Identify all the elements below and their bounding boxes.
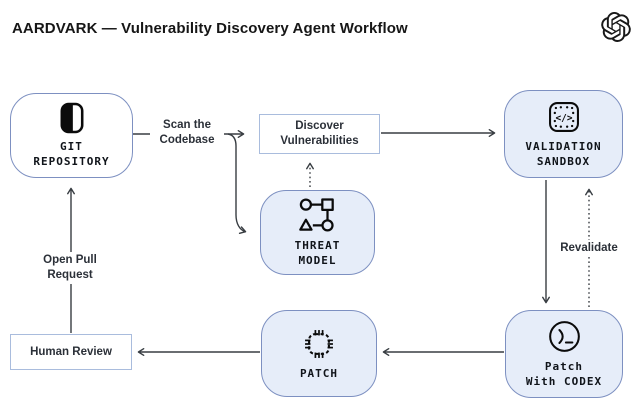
- edge-label-open-pull-request: Open Pull Request: [28, 252, 112, 284]
- node-label-patch-with-codex: Patch With CODEX: [525, 360, 603, 388]
- openai-logo-icon: [601, 12, 631, 42]
- stitched-patch-icon: [301, 326, 337, 362]
- node-label-discover: Discover Vulnerabilities: [280, 120, 359, 147]
- edge-label-scan-the-codebase: Scan the Codebase: [150, 117, 224, 149]
- node-patch-with-codex: Patch With CODEX: [505, 310, 623, 398]
- repo-icon: [55, 101, 89, 135]
- connector-scan-branch-to-threat: [227, 133, 247, 235]
- node-discover-vulnerabilities: Discover Vulnerabilities: [259, 114, 380, 154]
- page-title: AARDVARK — Vulnerability Discovery Agent…: [12, 20, 408, 37]
- node-human-review: Human Review: [10, 334, 132, 370]
- codex-terminal-icon: [546, 318, 583, 355]
- sandbox-code-icon: </>: [546, 99, 582, 135]
- node-git-repository: GIT REPOSITORY: [10, 93, 133, 178]
- node-label-git-repository: GIT REPOSITORY: [33, 140, 110, 168]
- node-threat-model: THREAT MODEL: [260, 190, 375, 275]
- node-label-patch: PATCH: [299, 366, 339, 380]
- node-label-validation-sandbox: VALIDATION SANDBOX: [525, 139, 602, 168]
- node-validation-sandbox: </> VALIDATION SANDBOX: [504, 90, 623, 178]
- node-label-human-review: Human Review: [30, 345, 112, 358]
- threat-shapes-icon: [296, 196, 340, 234]
- edge-label-revalidate: Revalidate: [551, 240, 627, 257]
- svg-text:</>: </>: [555, 113, 572, 124]
- node-label-threat-model: THREAT MODEL: [294, 239, 341, 267]
- node-patch: PATCH: [261, 310, 377, 397]
